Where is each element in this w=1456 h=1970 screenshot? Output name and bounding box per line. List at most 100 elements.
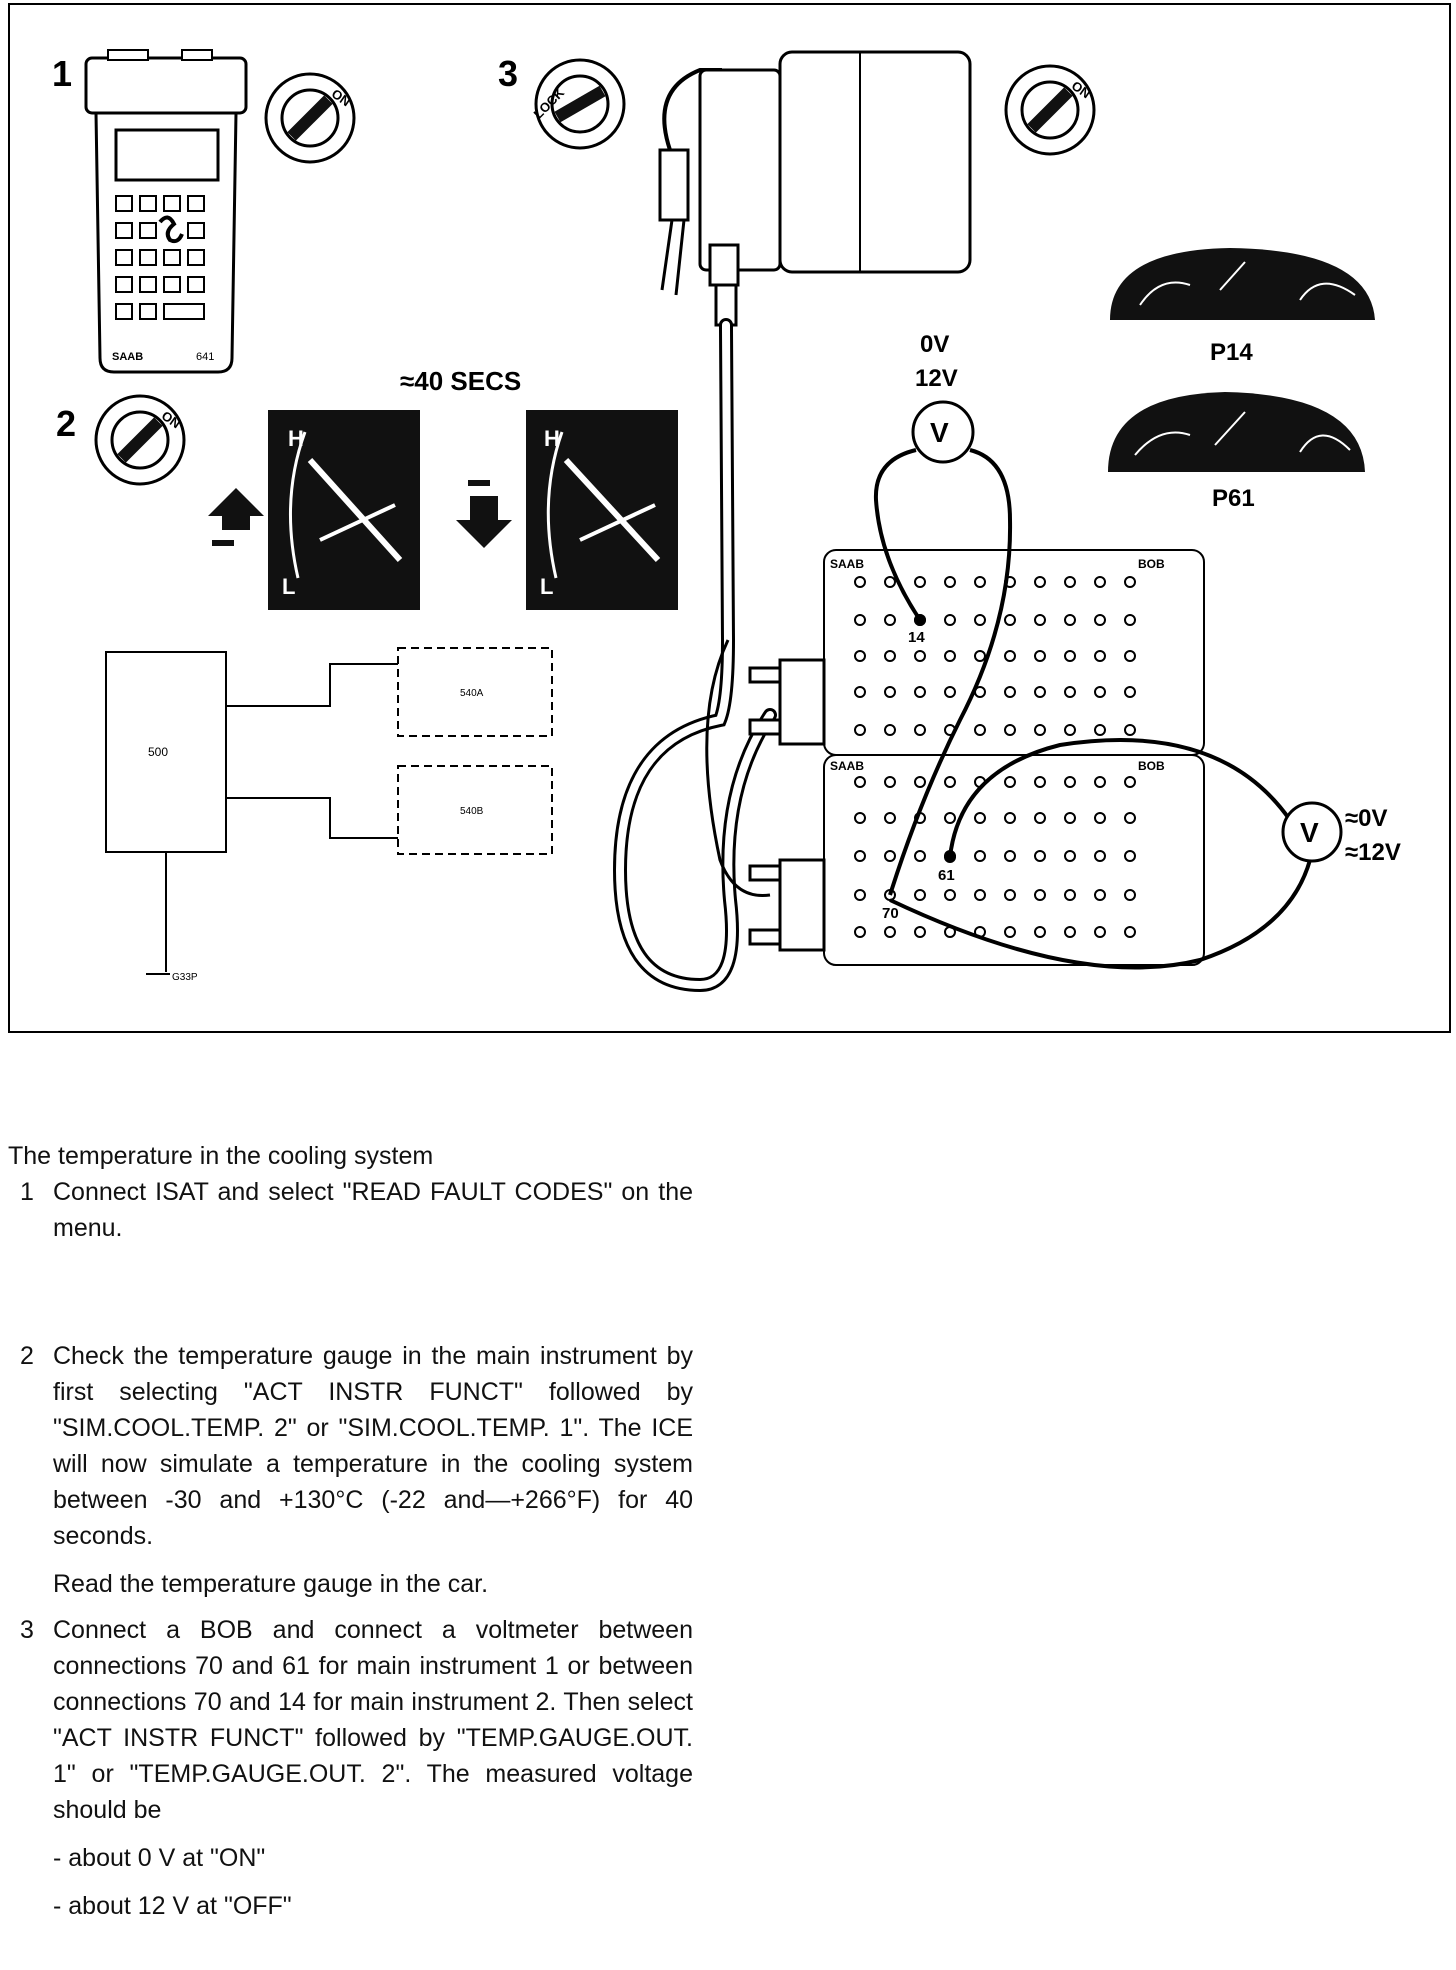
bob-pin bbox=[1064, 812, 1076, 824]
bob-pin bbox=[1124, 650, 1136, 662]
bob-pin bbox=[1034, 724, 1046, 736]
bob-pin bbox=[914, 850, 926, 862]
bob-pin bbox=[884, 686, 896, 698]
bob-pin bbox=[854, 686, 866, 698]
voltmeter-symbol: V bbox=[1300, 817, 1319, 848]
bob-pin bbox=[1004, 686, 1016, 698]
bob-pin bbox=[944, 889, 956, 901]
bob-pin bbox=[854, 812, 866, 824]
bob-pin bbox=[1064, 926, 1076, 938]
bob-pin bbox=[1124, 889, 1136, 901]
bob-pin bbox=[1034, 889, 1046, 901]
diagnostic-adapter bbox=[658, 50, 972, 327]
bob-pin bbox=[974, 724, 986, 736]
bob-pin bbox=[1094, 889, 1106, 901]
bob-pin bbox=[1034, 812, 1046, 824]
pin-61-label: 61 bbox=[938, 867, 955, 884]
bob-pin bbox=[1034, 686, 1046, 698]
ignition-switch-on-2: ON bbox=[94, 394, 186, 486]
bob-pin bbox=[1124, 724, 1136, 736]
bob-pin bbox=[1124, 576, 1136, 588]
bob-pin bbox=[1064, 576, 1076, 588]
module-540b bbox=[397, 765, 553, 855]
bob-pin bbox=[1064, 724, 1076, 736]
arrow-up bbox=[208, 488, 264, 546]
bob-pin bbox=[1034, 650, 1046, 662]
bob-pin bbox=[854, 724, 866, 736]
instrument-cluster-p14: P14 bbox=[1110, 248, 1375, 366]
step-body: Connect ISAT and select "READ FAULT CODE… bbox=[53, 1178, 693, 1242]
bob-pin bbox=[1094, 724, 1106, 736]
bob-pin bbox=[944, 686, 956, 698]
bob-pin bbox=[914, 776, 926, 788]
bob-pin bbox=[1004, 724, 1016, 736]
isat-model: 641 bbox=[196, 351, 214, 363]
bob-pin bbox=[1094, 650, 1106, 662]
bob-pin bbox=[1004, 650, 1016, 662]
bob-name-label: BOB bbox=[1138, 557, 1165, 571]
bob-pin bbox=[914, 576, 926, 588]
wiring-diagram: 500 540A 540B G33P bbox=[105, 647, 553, 983]
bob-pin bbox=[1094, 614, 1106, 626]
bob-pin bbox=[1004, 850, 1016, 862]
step-1: 1 Connect ISAT and select "READ FAULT CO… bbox=[8, 1174, 693, 1246]
voltage-item-off: - about 12 V at "OFF" bbox=[53, 1892, 292, 1920]
bob-pin bbox=[1034, 614, 1046, 626]
bob-pin bbox=[944, 650, 956, 662]
step-number: 2 bbox=[20, 1342, 34, 1370]
figure-frame bbox=[8, 3, 1451, 1033]
step-number-2: 2 bbox=[56, 403, 76, 444]
bob-pin bbox=[1094, 850, 1106, 862]
bob-pin bbox=[1034, 850, 1046, 862]
right-meter-low-label: ≈0V bbox=[1345, 805, 1388, 832]
temperature-gauge-high: H L bbox=[268, 410, 420, 610]
bob-pin bbox=[944, 614, 956, 626]
procedure-illustration: 1 SAAB 641 ON 3 LOC bbox=[8, 3, 1451, 1033]
bob-pin bbox=[1034, 776, 1046, 788]
bob-pin bbox=[1094, 926, 1106, 938]
bob-pin bbox=[1094, 576, 1106, 588]
bob-pin bbox=[1124, 614, 1136, 626]
step-3: 3 Connect a BOB and connect a voltmeter … bbox=[8, 1612, 693, 1924]
ground-label: G33P bbox=[172, 972, 198, 983]
bob-pin bbox=[1004, 614, 1016, 626]
bob-pin bbox=[1094, 812, 1106, 824]
bob-pin bbox=[1124, 926, 1136, 938]
module-500-label: 500 bbox=[148, 745, 168, 759]
instruction-text: The temperature in the cooling system 1 … bbox=[8, 1138, 693, 1936]
bob-pin bbox=[884, 724, 896, 736]
bob-brand-label: SAAB bbox=[830, 759, 864, 773]
instrument-cluster-p61: P61 bbox=[1108, 392, 1365, 512]
isat-brand: SAAB bbox=[112, 351, 143, 363]
isat-tester: SAAB 641 bbox=[84, 49, 248, 374]
bob-pin bbox=[854, 889, 866, 901]
step-number-1: 1 bbox=[52, 53, 72, 94]
module-500 bbox=[105, 651, 227, 853]
module-540b-label: 540B bbox=[460, 806, 484, 817]
bob-connector-plugs bbox=[748, 658, 826, 952]
bob-pin bbox=[1004, 812, 1016, 824]
bob-pin bbox=[914, 889, 926, 901]
bob-pin bbox=[944, 576, 956, 588]
step-number: 1 bbox=[20, 1178, 34, 1206]
top-meter-low-label: 0V bbox=[920, 331, 949, 358]
bob-pin bbox=[884, 776, 896, 788]
bob-pin bbox=[1094, 776, 1106, 788]
bob-pin bbox=[1064, 850, 1076, 862]
top-meter-high-label: 12V bbox=[915, 365, 958, 392]
step-2: 2 Check the temperature gauge in the mai… bbox=[8, 1338, 693, 1602]
bob-name-label: BOB bbox=[1138, 759, 1165, 773]
bob-pin bbox=[1064, 889, 1076, 901]
voltmeter-top: 0V 12V V bbox=[873, 331, 1013, 896]
isat-logo bbox=[158, 215, 184, 244]
instrument-label-p61: P61 bbox=[1212, 485, 1255, 512]
bob-pin bbox=[974, 850, 986, 862]
bob-pin bbox=[1004, 926, 1016, 938]
pin-14-label: 14 bbox=[908, 629, 925, 646]
bob-pin bbox=[884, 576, 896, 588]
bob-pin bbox=[974, 576, 986, 588]
bob-pin bbox=[1124, 812, 1136, 824]
step-number-3: 3 bbox=[498, 53, 518, 94]
voltmeter-right: V ≈0V ≈12V bbox=[889, 738, 1401, 970]
bob-pin bbox=[1124, 776, 1136, 788]
